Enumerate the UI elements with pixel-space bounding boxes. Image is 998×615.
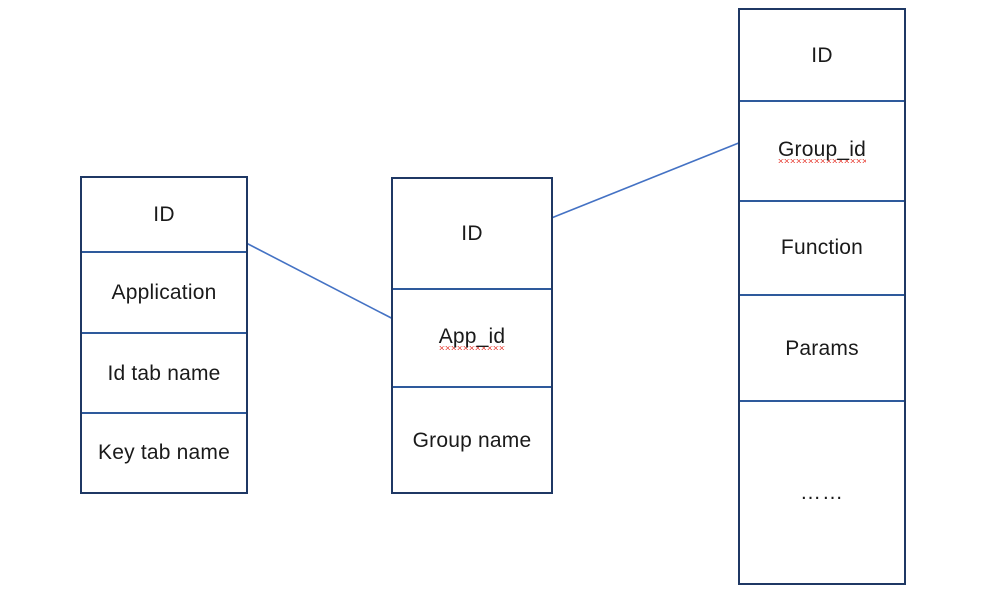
table-row[interactable]: Application [82, 251, 246, 332]
table-row[interactable]: Params [740, 294, 904, 400]
group-table[interactable]: ID App_id Group name [391, 177, 553, 494]
table-row[interactable]: Function [740, 199, 904, 294]
table-row[interactable]: Group name [393, 386, 551, 492]
row-label: ID [811, 43, 833, 67]
row-label: Id tab name [107, 361, 221, 385]
row-label: ID [461, 221, 483, 245]
function-table[interactable]: ID Group_id Function Params …… [738, 8, 906, 585]
row-label: Application [111, 281, 217, 305]
table-row[interactable]: ID [82, 178, 246, 251]
row-label: Function [780, 236, 864, 260]
row-label: Group name [412, 428, 532, 452]
row-label: ID [153, 203, 175, 227]
table-row[interactable]: Group_id [740, 100, 904, 199]
application-table[interactable]: ID Application Id tab name Key tab name [80, 176, 248, 494]
row-label: Params [785, 336, 859, 360]
table-row[interactable]: ID [393, 179, 551, 288]
row-label-ellipsis: …… [800, 481, 844, 505]
table-row[interactable]: …… [740, 400, 904, 583]
table-row[interactable]: App_id [393, 287, 551, 387]
row-label-group-id: Group_id [778, 138, 866, 162]
table-row[interactable]: Id tab name [82, 332, 246, 412]
row-label-app-id: App_id [438, 324, 506, 348]
row-label: Key tab name [98, 441, 230, 465]
table-row[interactable]: Key tab name [82, 412, 246, 492]
table-row[interactable]: ID [740, 10, 904, 100]
